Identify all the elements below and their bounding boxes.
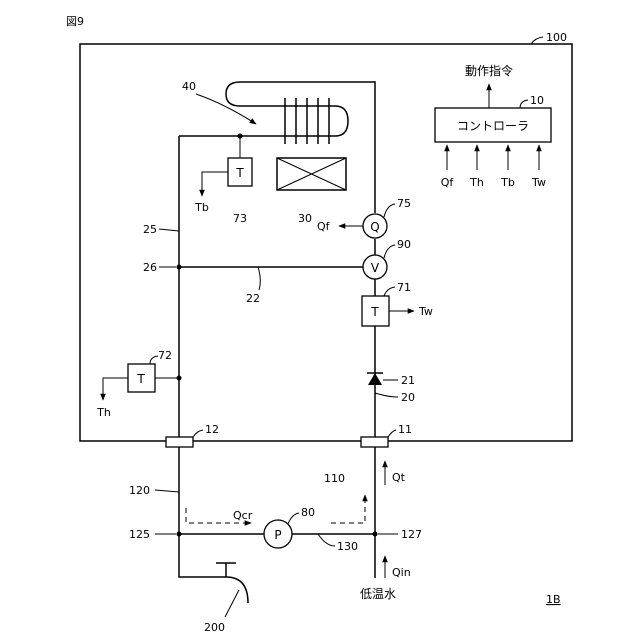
controller-leader	[520, 100, 528, 108]
junction-125	[177, 532, 182, 537]
sensor-71-output: Tw	[418, 305, 433, 318]
connector-11	[361, 437, 388, 447]
pipe-22-ref: 22	[246, 292, 260, 305]
controller-input-tb: Tb	[500, 176, 515, 189]
pump-80-ref: 80	[301, 506, 315, 519]
valve-90-leader	[384, 245, 395, 258]
pipe-25-ref: 25	[143, 223, 157, 236]
pipe-120-ref: 120	[129, 484, 150, 497]
sensor-71-leader	[384, 287, 395, 296]
pipe-26-ref: 26	[143, 261, 157, 274]
pump-80-leader	[288, 513, 299, 524]
housing-ref: 100	[546, 31, 567, 44]
flow-sensor-75-symbol: Q	[370, 220, 379, 234]
junction-72	[177, 376, 182, 381]
outlet-leader	[225, 590, 239, 617]
connector-12-ref: 12	[205, 423, 219, 436]
fan-ref: 30	[298, 212, 312, 225]
connector-11-ref: 11	[398, 423, 412, 436]
pipe-120-leader	[155, 490, 179, 492]
pipe-130-ref: 130	[337, 540, 358, 553]
sensor-72-output: Th	[96, 406, 111, 419]
outlet-ref: 200	[204, 621, 225, 634]
outlet-spout	[226, 577, 248, 603]
sensor-71-symbol: T	[370, 305, 379, 319]
heat-exchanger-40	[179, 82, 375, 213]
sensor-73-ref: 73	[233, 212, 247, 225]
flow-qt-label: Qt	[392, 471, 406, 484]
check-valve-21	[367, 373, 383, 385]
heat-exchanger-ref: 40	[182, 80, 196, 93]
sensor-73-arrow	[202, 172, 228, 196]
flow-sensor-75-leader	[384, 204, 395, 217]
controller-output: 動作指令	[465, 63, 513, 78]
circulation-flow-label: Qcr	[233, 509, 253, 522]
pipe-130-leader	[318, 534, 335, 546]
sensor-73-output: Tb	[194, 201, 209, 214]
pump-80-symbol: P	[274, 528, 281, 542]
connector-11-leader	[388, 430, 396, 437]
valve-90-ref: 90	[397, 238, 411, 251]
junction-125-ref: 125	[129, 528, 150, 541]
system-ref: 1B	[546, 593, 561, 606]
sensor-71-ref: 71	[397, 281, 411, 294]
flow-qin-label: Qin	[392, 566, 411, 579]
pipe-22-leader	[258, 267, 260, 290]
figure-label: 図9	[66, 15, 84, 28]
flow-sensor-75-ref: 75	[397, 197, 411, 210]
connector-12-leader	[193, 430, 203, 437]
controller-input-tw: Tw	[531, 176, 546, 189]
pipe-20-leader	[375, 393, 398, 397]
controller-ref: 10	[530, 94, 544, 107]
controller-input-qf: Qf	[441, 176, 455, 189]
sensor-72-symbol: T	[136, 372, 145, 386]
pipe-20-ref: 20	[401, 391, 415, 404]
junction-127-ref: 127	[401, 528, 422, 541]
junction-73	[238, 134, 243, 139]
connector-12	[166, 437, 193, 447]
housing-leader	[531, 37, 543, 44]
pipe-25-leader	[159, 229, 179, 231]
sensor-72-arrow	[103, 378, 128, 400]
valve-90-symbol: V	[371, 261, 380, 275]
circulation-flow-dashed-return	[331, 495, 365, 523]
sensor-73-symbol: T	[235, 166, 244, 180]
flow-sensor-75-output: Qf	[317, 220, 331, 233]
check-valve-ref: 21	[401, 374, 415, 387]
sensor-72-leader	[150, 356, 158, 364]
controller-input-th: Th	[469, 176, 484, 189]
fan-30	[277, 158, 346, 190]
sensor-72-ref: 72	[158, 349, 172, 362]
inlet-label: 低温水	[360, 587, 396, 601]
pipe-110-ref: 110	[324, 472, 345, 485]
controller-label: コントローラ	[457, 119, 529, 133]
